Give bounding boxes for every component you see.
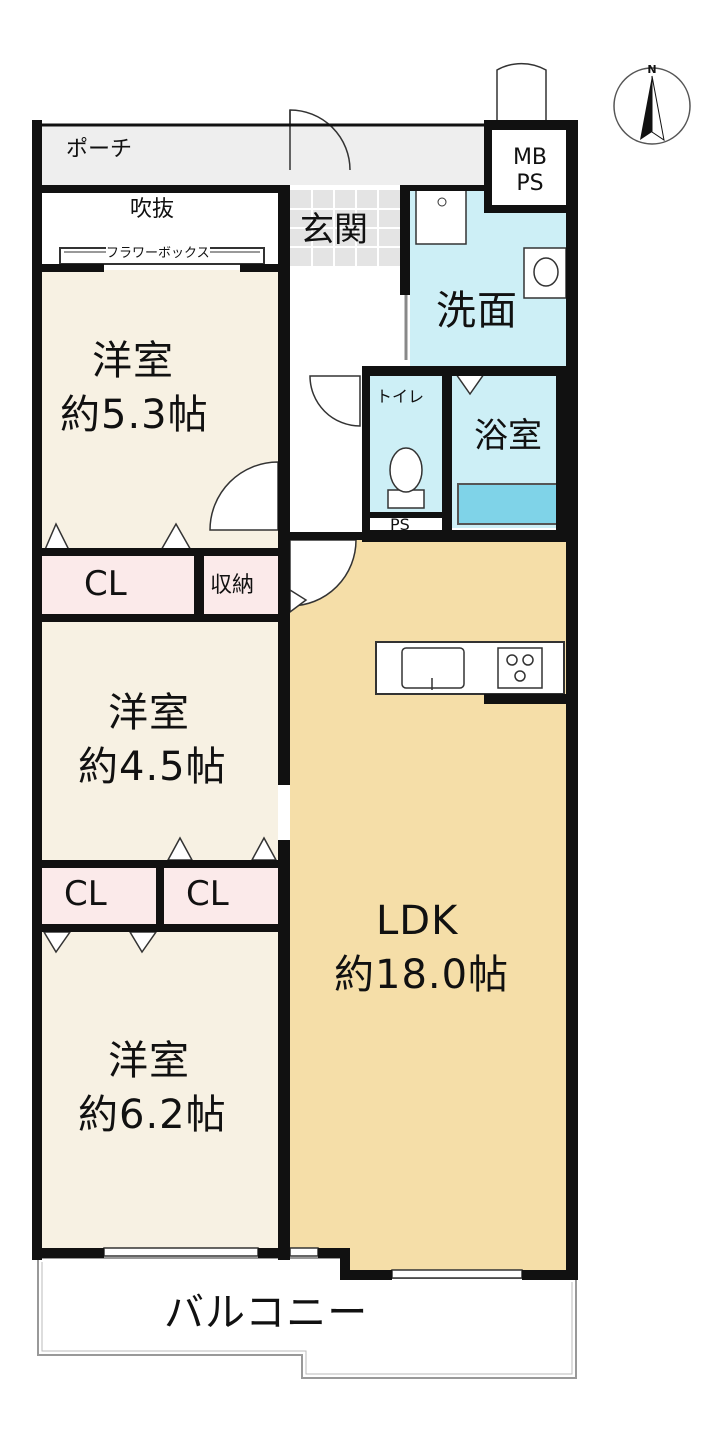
bedroom2-size: 約4.5帖 — [78, 744, 227, 790]
bedroom1-name: 洋室 — [92, 338, 174, 384]
ps-label: PS — [390, 515, 410, 534]
flower-box-label: フラワーボックス — [106, 246, 210, 262]
porch-floor — [38, 125, 488, 185]
bedroom2-floor — [42, 622, 278, 860]
ldk-floor — [290, 540, 568, 1270]
mb-ps-box — [490, 125, 568, 205]
closet3-floor — [164, 868, 278, 924]
washroom-label: 洗面 — [436, 288, 518, 334]
ldk-size: 約18.0帖 — [334, 952, 510, 998]
walls — [32, 120, 578, 1280]
stove-icon — [497, 647, 543, 689]
closet2-floor — [42, 868, 156, 924]
closet3-label: CL — [186, 874, 229, 914]
north-arrow-icon: N — [610, 62, 694, 146]
bedroom2-name: 洋室 — [108, 690, 190, 736]
storage-floor — [204, 556, 280, 614]
washbasin — [523, 247, 567, 299]
ps-label-top: PS — [516, 171, 544, 196]
bedroom3-floor — [42, 930, 278, 1248]
genkan-tiles — [290, 190, 400, 266]
sink — [401, 647, 465, 689]
toilet-label: トイレ — [376, 387, 425, 406]
storage-label: 収納 — [210, 573, 255, 598]
mb-label: MB — [512, 145, 548, 170]
bedroom3-size: 約6.2帖 — [78, 1092, 227, 1138]
bathtub — [457, 483, 559, 525]
closet1-label: CL — [84, 564, 127, 604]
closet2-label: CL — [64, 874, 107, 914]
balcony-label: バルコニー — [164, 1290, 369, 1336]
washing-machine-pan — [415, 189, 467, 245]
toilet-bowl — [387, 447, 425, 509]
bedroom3-name: 洋室 — [108, 1038, 190, 1084]
compass-label: N — [647, 63, 657, 76]
ldk-name: LDK — [376, 898, 459, 944]
genkan-label: 玄関 — [300, 210, 368, 250]
closet1-floor — [42, 556, 194, 614]
fukinuke-label: 吹抜 — [130, 197, 175, 222]
bedroom1-size: 約5.3帖 — [60, 392, 209, 438]
bath-label: 浴室 — [474, 416, 542, 456]
porch-label: ポーチ — [66, 137, 133, 162]
